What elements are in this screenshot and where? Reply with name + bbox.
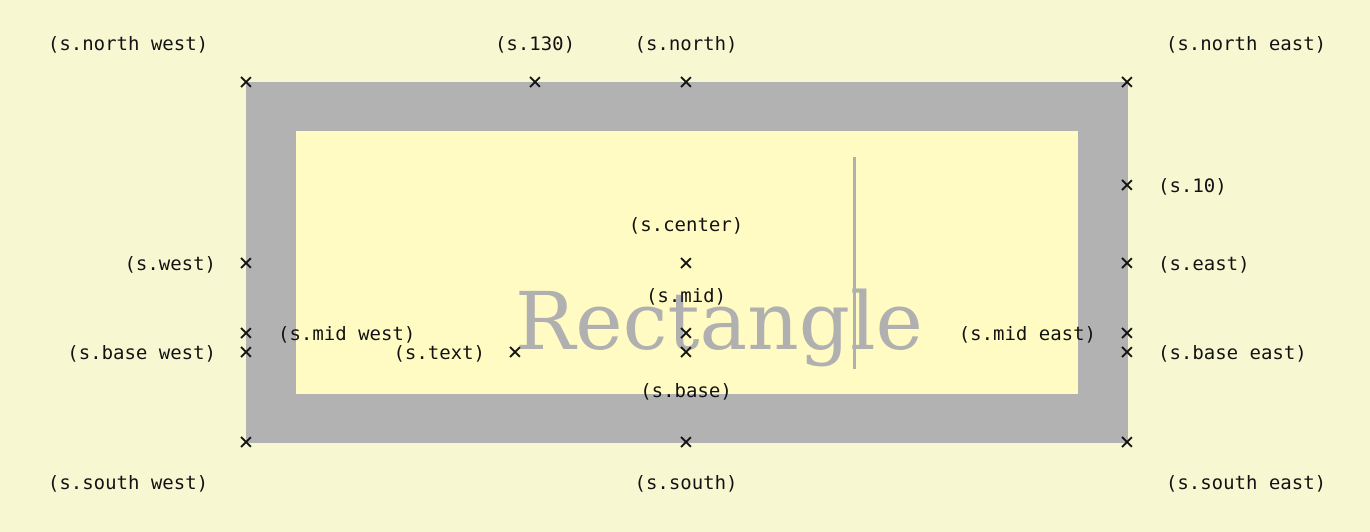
- marker-base: [680, 346, 692, 358]
- label-south-east: (s.south east): [1165, 472, 1327, 494]
- label-base: (s.base): [640, 380, 732, 402]
- marker-base-east: [1121, 346, 1133, 358]
- marker-10: [1121, 179, 1133, 191]
- label-130: (s.130): [494, 33, 576, 55]
- marker-west: [240, 257, 252, 269]
- marker-south: [680, 436, 692, 448]
- marker-base-west: [240, 346, 252, 358]
- marker-south-east: [1121, 436, 1133, 448]
- marker-north-west: [240, 76, 252, 88]
- marker-east: [1121, 257, 1133, 269]
- marker-mid: [680, 327, 692, 339]
- marker-text: [509, 346, 521, 358]
- label-south-west: (s.south west): [47, 472, 209, 494]
- label-south: (s.south): [634, 472, 738, 494]
- label-base-east: (s.base east): [1158, 342, 1307, 364]
- marker-mid-west: [240, 327, 252, 339]
- label-east: (s.east): [1158, 253, 1250, 275]
- label-base-west: (s.base west): [67, 342, 216, 364]
- label-text: (s.text): [393, 342, 485, 364]
- label-north-east: (s.north east): [1165, 33, 1327, 55]
- label-center: (s.center): [628, 214, 744, 236]
- label-mid-west: (s.mid west): [278, 323, 416, 345]
- label-mid: (s.mid): [645, 285, 727, 307]
- marker-130: [529, 76, 541, 88]
- text-cursor-line: [853, 157, 856, 369]
- marker-north: [680, 76, 692, 88]
- marker-north-east: [1121, 76, 1133, 88]
- label-west: (s.west): [124, 253, 216, 275]
- label-10: (s.10): [1158, 175, 1227, 197]
- label-north: (s.north): [634, 33, 738, 55]
- label-mid-east: (s.mid east): [958, 323, 1096, 345]
- marker-south-west: [240, 436, 252, 448]
- label-north-west: (s.north west): [47, 33, 209, 55]
- marker-mid-east: [1121, 327, 1133, 339]
- marker-center: [680, 257, 692, 269]
